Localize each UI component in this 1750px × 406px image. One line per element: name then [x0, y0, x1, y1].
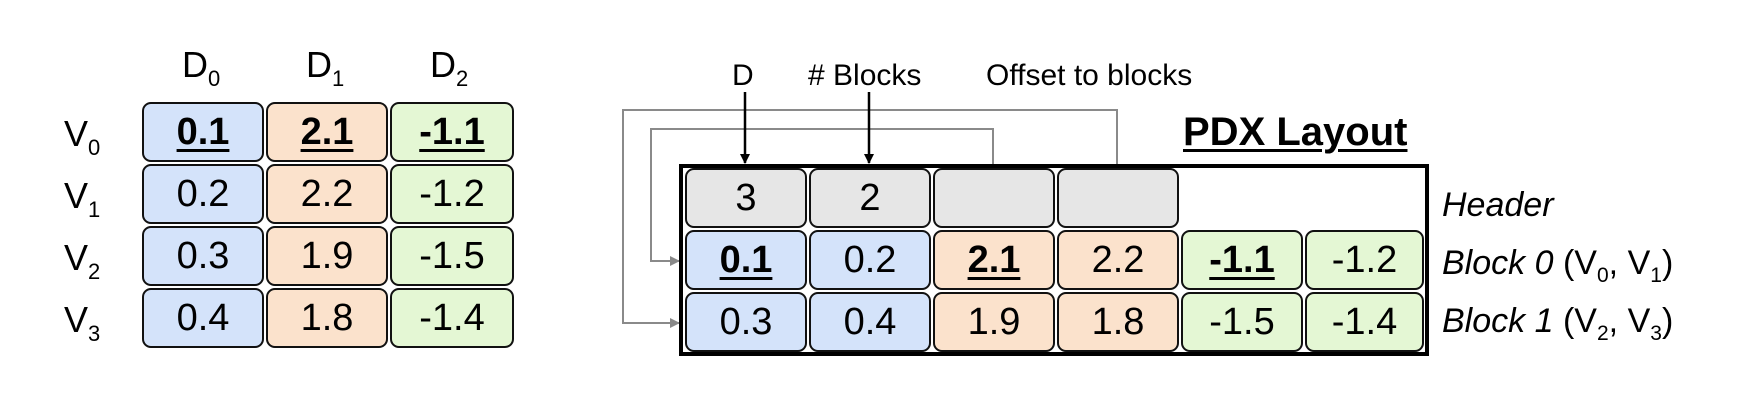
row-header-sub: 3 [88, 321, 101, 346]
pointer-line-block1 [622, 109, 1118, 328]
row-header-sub: 1 [88, 197, 101, 222]
row-header-v1: V1 [64, 175, 100, 221]
table-cell: -1.5 [390, 226, 514, 286]
vector-base: V [1627, 244, 1651, 282]
vector-base: V [1574, 244, 1597, 282]
row-label-block1: Block 1 (V2, V3) [1442, 302, 1674, 345]
cell-value: 2 [859, 176, 881, 219]
cell-value: 1.8 [300, 296, 354, 339]
cell-value: 0.4 [843, 300, 897, 343]
vector-range: (V2, V3) [1562, 302, 1674, 345]
cell-value: 0.1 [176, 110, 230, 153]
pdx-title: PDX Layout [1183, 110, 1408, 154]
cell-value: 3 [735, 176, 757, 219]
row-header-sub: 2 [88, 259, 101, 284]
table-cell: -1.4 [390, 288, 514, 348]
label-offset-to-blocks: Offset to blocks [986, 59, 1193, 92]
cell-value: -1.4 [419, 296, 485, 339]
table-cell: -1.2 [390, 164, 514, 224]
vector-base: V [1627, 302, 1651, 340]
block0-cell: 0.1 [685, 230, 807, 290]
cell-value: 0.2 [843, 238, 897, 281]
column-header-sub: 2 [456, 66, 469, 91]
block1-cell: 0.4 [809, 292, 931, 352]
table-cell: 2.1 [266, 102, 388, 162]
row-header-v0: V0 [64, 113, 100, 159]
block1-cell: -1.4 [1305, 292, 1424, 352]
block-name: Block 1 [1442, 302, 1554, 340]
block0-cell: 2.1 [933, 230, 1055, 290]
column-header-base: D [306, 44, 332, 85]
header-cell-offset-block1 [1057, 168, 1179, 228]
table-cell: -1.1 [390, 102, 514, 162]
row-header-sub: 0 [88, 135, 101, 160]
table-cell: 0.3 [142, 226, 264, 286]
row-header-base: V [64, 113, 89, 154]
column-header-sub: 0 [208, 66, 221, 91]
label-d: D [732, 59, 754, 92]
column-header-base: D [182, 44, 208, 85]
vector-sub: 3 [1650, 322, 1662, 345]
cell-value: -1.2 [419, 172, 485, 215]
table-cell: 0.4 [142, 288, 264, 348]
column-header-d0: D0 [182, 44, 220, 90]
block0-cell: 2.2 [1057, 230, 1179, 290]
vector-sub: 0 [1596, 264, 1609, 287]
cell-value: 0.4 [176, 296, 230, 339]
column-header-d2: D2 [430, 44, 468, 90]
cell-value: -1.2 [1331, 238, 1398, 281]
pdx-layout-frame [679, 164, 1429, 356]
cell-value: 0.3 [176, 234, 230, 277]
vector-sub: 1 [1650, 264, 1662, 287]
row-label-header: Header [1442, 186, 1554, 224]
cell-value: 1.9 [300, 234, 354, 277]
row-header-v2: V2 [64, 237, 100, 283]
column-header-d1: D1 [306, 44, 344, 90]
cell-value: 0.2 [176, 172, 230, 215]
table-cell: 0.1 [142, 102, 264, 162]
table-cell: 2.2 [266, 164, 388, 224]
block1-cell: -1.5 [1181, 292, 1303, 352]
header-cell-num-blocks: 2 [809, 168, 931, 228]
cell-value: -1.5 [419, 234, 485, 277]
cell-value: -1.4 [1331, 300, 1398, 343]
vector-sub: 2 [1596, 322, 1609, 345]
vector-base: V [1574, 302, 1597, 340]
row-header-base: V [64, 237, 89, 278]
cell-value: 1.8 [1091, 300, 1145, 343]
block1-cell: 0.3 [685, 292, 807, 352]
column-header-base: D [430, 44, 456, 85]
header-cell-offset-block0 [933, 168, 1055, 228]
table-cell: 1.8 [266, 288, 388, 348]
label-num-blocks: # Blocks [808, 59, 922, 92]
pointer-line-block0 [650, 128, 994, 266]
table-cell: 1.9 [266, 226, 388, 286]
cell-value: 2.1 [967, 238, 1021, 281]
row-header-base: V [64, 299, 89, 340]
header-cell-d: 3 [685, 168, 807, 228]
table-cell: 0.2 [142, 164, 264, 224]
block0-cell: -1.2 [1305, 230, 1424, 290]
cell-value: 1.9 [967, 300, 1021, 343]
cell-value: -1.1 [1209, 238, 1275, 281]
row-label-block0: Block 0 (V0, V1) [1442, 244, 1674, 287]
vector-range: (V0, V1) [1562, 244, 1674, 287]
cell-value: -1.1 [419, 110, 485, 153]
cell-value: -1.5 [1209, 300, 1275, 343]
cell-value: 2.1 [300, 110, 354, 153]
cell-value: 0.1 [719, 238, 773, 281]
cell-value: 2.2 [300, 172, 354, 215]
row-header-base: V [64, 175, 89, 216]
cell-value: 2.2 [1091, 238, 1145, 281]
block1-cell: 1.9 [933, 292, 1055, 352]
row-header-v3: V3 [64, 299, 100, 345]
block-name: Block 0 [1442, 244, 1554, 282]
block0-cell: -1.1 [1181, 230, 1303, 290]
block0-cell: 0.2 [809, 230, 931, 290]
column-header-sub: 1 [332, 66, 345, 91]
cell-value: 0.3 [719, 300, 773, 343]
block1-cell: 1.8 [1057, 292, 1179, 352]
